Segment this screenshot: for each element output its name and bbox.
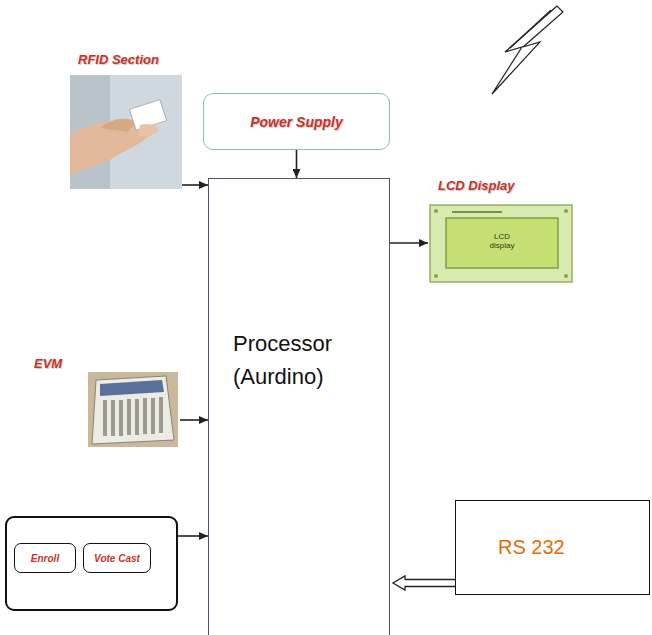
power-box: Power Supply xyxy=(203,93,390,150)
evm-section: EVM xyxy=(30,352,180,448)
section-heading: RFID Section xyxy=(78,52,159,67)
lcd-picture xyxy=(430,205,572,282)
rs232-box: RS 232 xyxy=(455,500,650,595)
rfid-picture xyxy=(70,75,182,189)
processor-box: Processor (Aurdino) xyxy=(208,178,390,635)
node-text: LCD display xyxy=(482,233,522,251)
enroll-button: Enroll xyxy=(14,543,76,573)
node-text: Vote Cast xyxy=(94,553,140,564)
evm-picture xyxy=(88,372,178,447)
button-group: Enroll Vote Cast xyxy=(5,516,178,611)
arrow xyxy=(296,150,297,178)
lcd-display: LCD DisplayLCD display xyxy=(428,176,574,284)
node-text: Enroll xyxy=(31,553,59,564)
arrow xyxy=(390,243,428,244)
node-text: Processor (Aurdino) xyxy=(233,327,363,393)
section-heading: EVM xyxy=(34,356,62,371)
section-heading: LCD Display xyxy=(438,178,515,193)
arrow xyxy=(180,420,208,421)
arrow xyxy=(182,185,208,186)
arrow xyxy=(178,536,208,537)
rfid-section: RFID Section xyxy=(70,50,182,190)
wireless-bolt xyxy=(492,6,563,94)
hollow-arrow xyxy=(393,576,455,590)
vote-button: Vote Cast xyxy=(83,543,151,573)
node-text: RS 232 xyxy=(498,536,565,559)
node-text: Power Supply xyxy=(250,114,343,130)
